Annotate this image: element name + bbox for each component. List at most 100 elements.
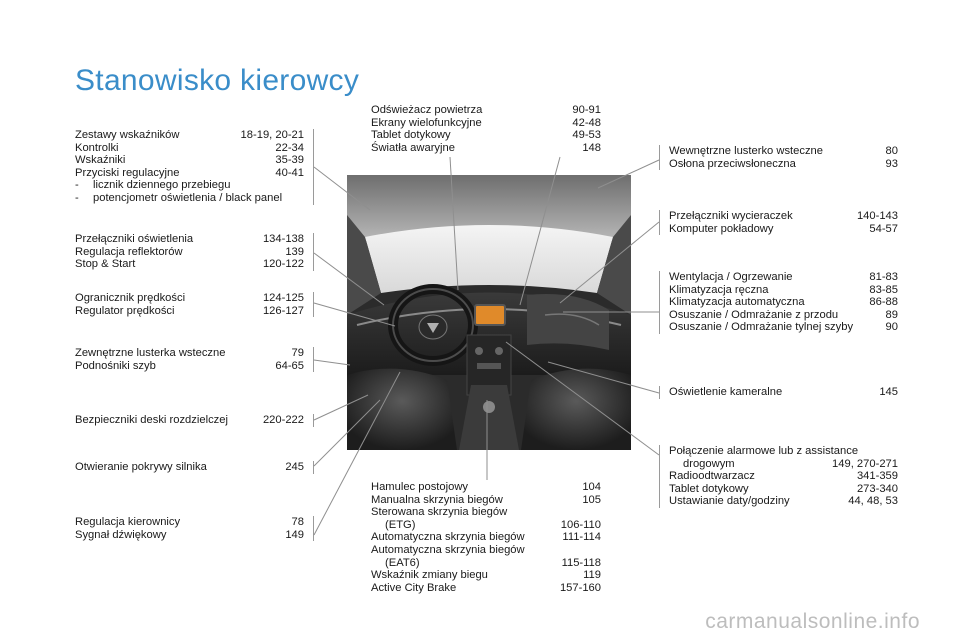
entry-pages: 148 [582,141,601,154]
entry-row: Osłona przeciwsłoneczna 93 [669,158,898,171]
entry-label: Oświetlenie kameralne [669,386,783,398]
entry-pages: 86-88 [869,296,898,309]
entry-row: Komputer pokładowy 54-57 [669,223,898,236]
dash-bullet: - [75,191,79,204]
entry-pages: 80 [885,145,898,157]
entry-sub-item: - licznik dziennego przebiegu [75,179,304,192]
entry-label: (ETG) [385,518,416,531]
entry-label: Połączenie alarmowe lub z assistance [669,445,859,457]
entry-pages: 49-53 [572,129,601,142]
entry-pages [595,506,601,519]
entry-row: Wskaźnik zmiany biegu 119 [371,569,601,582]
entry-label: Zewnętrzne lusterka wsteczne [75,347,226,359]
entry-row: Zewnętrzne lusterka wsteczne 79 [75,347,304,360]
entry-pages: 22-34 [275,141,304,154]
entry-label: Wskaźnik zmiany biegu [371,569,488,582]
entry-label: Przełączniki wycieraczek [669,210,793,222]
entry-pages: 273-340 [856,482,898,495]
entry-label: Active City Brake [371,581,457,594]
entry-pages: 134-138 [262,233,304,245]
entry-pages: 119 [583,569,601,582]
entry-label: Bezpieczniki deski rozdzielczej [75,414,228,426]
entry-label: Regulacja kierownicy [75,516,181,528]
entry-pages: 245 [285,461,304,473]
dash-bullet: - [75,179,79,192]
entry-pages: 126-127 [262,304,304,317]
entry-sub-label: licznik dziennego przebiegu [93,179,231,192]
entry-label: Podnośniki szyb [75,359,156,372]
entry-row: (ETG)106-110 [371,519,601,532]
entry-label: Hamulec postojowy [371,481,469,493]
entry-label: Osuszanie / Odmrażanie z przodu [669,308,839,321]
entry-pages: 145 [879,386,898,398]
entry-label: Klimatyzacja automatyczna [669,296,805,309]
entry-pages: 120-122 [262,258,304,271]
entry-row: Active City Brake 157-160 [371,582,601,595]
entry-row: (EAT6)115-118 [371,557,601,570]
entry-label: Odświeżacz powietrza [371,104,483,116]
entry-label: Wentylacja / Ogrzewanie [669,271,793,283]
entry-pages: 79 [291,347,304,359]
entry-label: Przyciski regulacyjne [75,166,180,179]
entry-row: Stop & Start 120-122 [75,258,304,271]
entry-row: Przełączniki wycieraczek 140-143 [669,210,898,223]
entry-pages: 111-114 [562,531,601,544]
entry-row: Oświetlenie kameralne 145 [669,386,898,399]
entry-label: Tablet dotykowy [669,482,749,495]
entry-pages: 64-65 [275,359,304,372]
entry-label: Ogranicznik prędkości [75,292,186,304]
entry-pages: 90-91 [572,104,601,116]
entry-pages: 157-160 [559,581,601,594]
entry-pages: 44, 48, 53 [848,495,898,508]
entry-pages: 341-359 [856,470,898,483]
entry-row: Klimatyzacja automatyczna 86-88 [669,296,898,309]
entry-pages: 220-222 [262,414,304,426]
entry-label: Automatyczna skrzynia biegów [371,543,525,556]
entry-label: Kontrolki [75,141,119,154]
entry-row: Bezpieczniki deski rozdzielczej 220-222 [75,414,304,427]
entry-label: (EAT6) [385,556,420,569]
entry-pages: 105 [582,493,601,506]
entry-label: Klimatyzacja ręczna [669,283,769,296]
entry-label: Stop & Start [75,258,136,271]
entry-pages: 54-57 [869,222,898,235]
entry-pages: 90 [885,321,898,334]
entry-label: Automatyczna skrzynia biegów [371,531,525,544]
entry-pages: 104 [582,481,601,493]
group-mood-lighting: Oświetlenie kameralne 145 [659,386,898,399]
entry-label: Komputer pokładowy [669,222,774,235]
entry-pages: 140-143 [856,210,898,222]
entry-row: Automatyczna skrzynia biegów [371,544,601,557]
page-title: Stanowisko kierowcy [75,64,360,97]
group-fuses: Bezpieczniki deski rozdzielczej 220-222 [75,414,314,427]
entry-label: Tablet dotykowy [371,129,451,142]
entry-pages: 149, 270-271 [832,457,898,470]
entry-row: Automatyczna skrzynia biegów 111-114 [371,531,601,544]
entry-row: Odświeżacz powietrza 90-91 [371,104,601,117]
entry-label: Osłona przeciwsłoneczna [669,157,796,170]
entry-row: Podnośniki szyb 64-65 [75,360,304,373]
entry-pages: 93 [885,157,898,170]
entry-sub-label: potencjometr oświetlenia / black panel [93,191,283,204]
entry-pages [892,445,898,458]
